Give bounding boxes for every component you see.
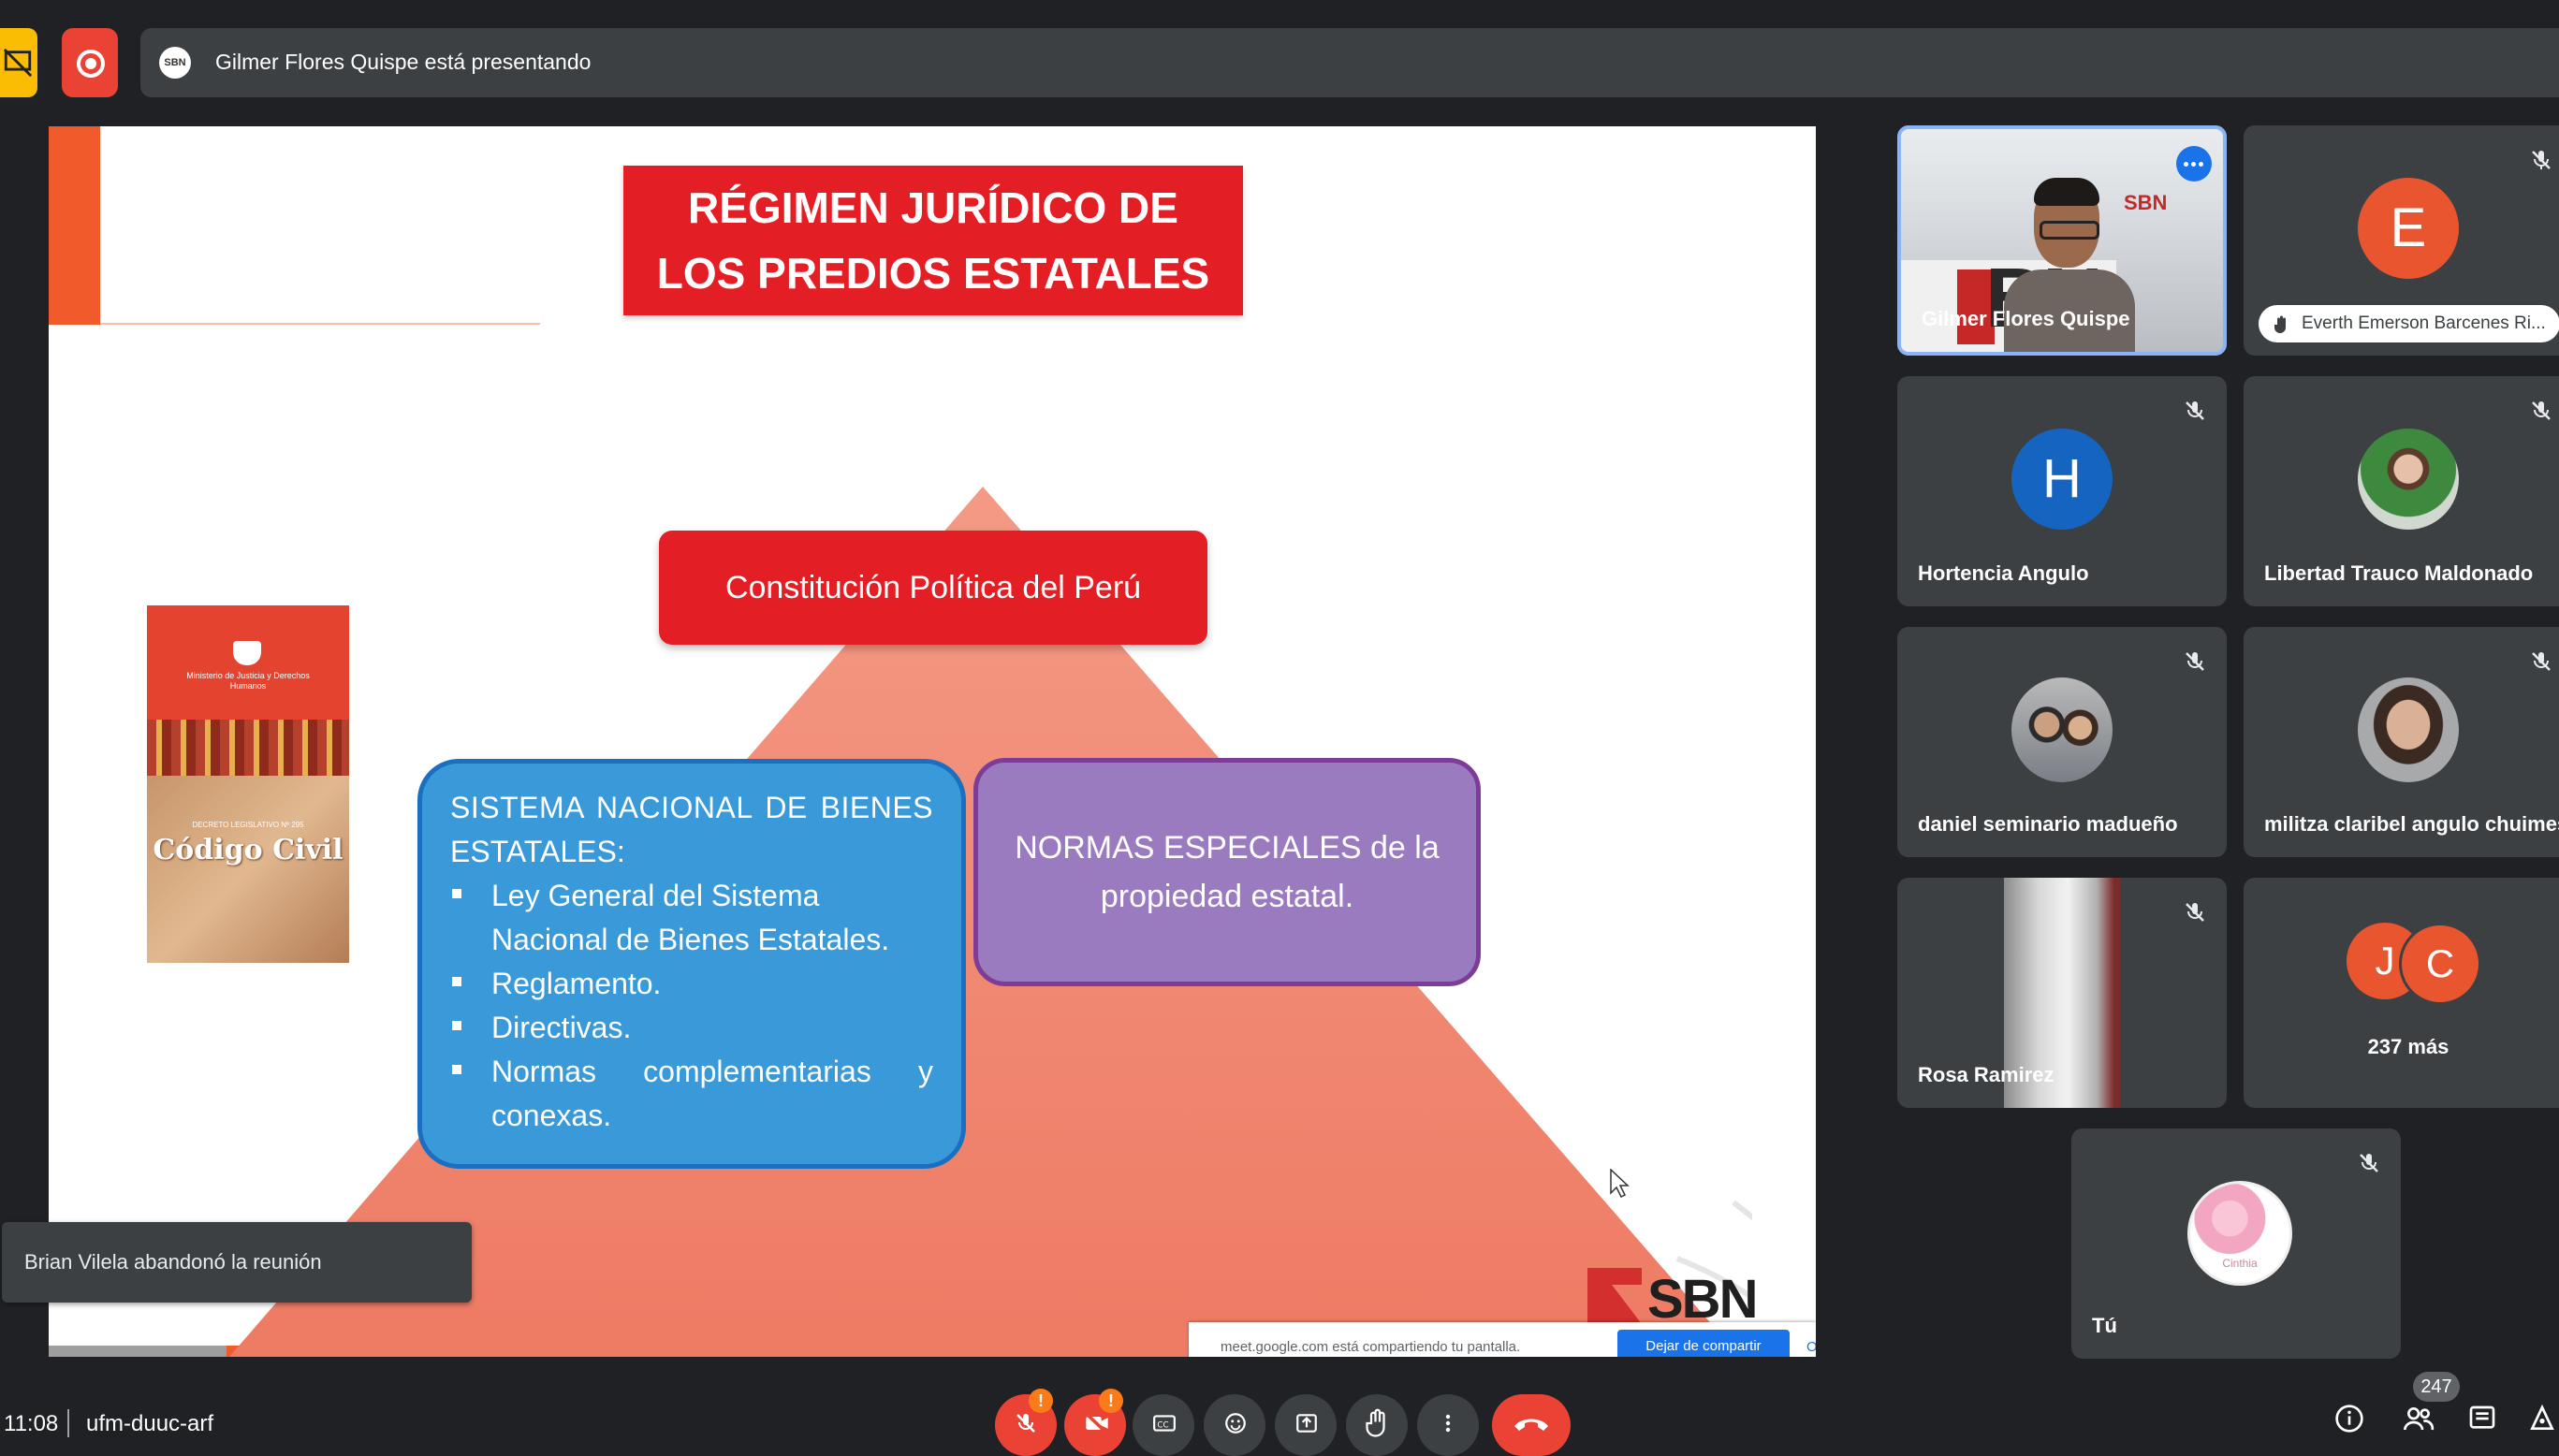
presenting-text: Gilmer Flores Quispe está presentando xyxy=(215,50,592,74)
national-system-box: SISTEMA NACIONAL DE BIENES ESTATALES: Le… xyxy=(417,759,966,1169)
divider xyxy=(67,1409,69,1437)
captions-button[interactable]: CC xyxy=(1133,1394,1194,1456)
list-item: Normas complementarias y conexas. xyxy=(450,1050,933,1138)
avatar xyxy=(2011,677,2113,782)
camera-warning-badge: ! xyxy=(1099,1389,1123,1413)
emoji-button[interactable] xyxy=(1204,1394,1265,1456)
screen-share-notice: meet.google.com está compartiendo tu pan… xyxy=(1189,1322,1816,1357)
raise-hand-icon xyxy=(1366,1408,1385,1437)
presentation-off-button[interactable] xyxy=(0,28,37,97)
self-tile[interactable]: Cinthia Tú xyxy=(2071,1128,2401,1359)
video-feed xyxy=(2004,878,2120,1108)
sbn-logo: SBN xyxy=(1587,1264,1775,1330)
end-call-button[interactable] xyxy=(1492,1394,1571,1456)
participant-name: Libertad Trauco Maldonado xyxy=(2264,561,2534,585)
participant-name: Gilmer Flores Quispe xyxy=(1922,307,2130,330)
people-icon[interactable] xyxy=(2402,1404,2435,1434)
participant-count-badge: 247 xyxy=(2413,1372,2460,1402)
participant-tile-militza[interactable]: militza claribel angulo chuimes xyxy=(2244,627,2559,857)
raise-hand-icon xyxy=(2274,315,2286,333)
mic-off-icon xyxy=(2360,1154,2378,1172)
avatar: H xyxy=(2011,429,2113,530)
participant-name: militza claribel angulo chuimes xyxy=(2264,812,2559,836)
mic-off-icon xyxy=(2186,401,2204,420)
avatar xyxy=(2358,429,2459,530)
mic-off-icon xyxy=(2532,652,2551,671)
more-participants-label: 237 más xyxy=(2367,1035,2449,1058)
hide-button[interactable]: Ocultar xyxy=(1806,1339,1816,1355)
toast-message: Brian Vilela abandonó la reunión xyxy=(24,1250,322,1274)
avatar: C xyxy=(2399,923,2481,1005)
camera-off-icon xyxy=(1085,1412,1108,1434)
system-list: Ley General del Sistema Nacional de Bien… xyxy=(450,874,933,1138)
participant-tile-libertad[interactable]: Libertad Trauco Maldonado xyxy=(2244,376,2559,606)
presenter-avatar: SBN xyxy=(159,47,191,79)
participant-name: Everth Emerson Barcenes Ri... xyxy=(2302,313,2546,333)
list-item: Reglamento. xyxy=(450,962,933,1006)
slide-progress-gray xyxy=(49,1346,227,1357)
presenting-banner: SBN Gilmer Flores Quispe está presentand… xyxy=(140,28,2559,97)
slide-accent-strip xyxy=(49,126,100,325)
constitution-box: Constitución Política del Perú xyxy=(659,531,1207,645)
mic-off-icon xyxy=(2186,903,2204,922)
stop-sharing-button[interactable]: Dejar de compartir xyxy=(1617,1330,1790,1357)
mic-off-icon xyxy=(1016,1414,1035,1433)
raised-hand-badge: Everth Emerson Barcenes Ri... xyxy=(2259,305,2559,342)
activities-icon[interactable] xyxy=(2527,1404,2557,1434)
present-icon xyxy=(1296,1414,1317,1433)
end-call-icon xyxy=(1514,1419,1548,1431)
participant-tile-rosa[interactable]: Rosa Ramirez xyxy=(1897,878,2227,1108)
svg-text:CC: CC xyxy=(1157,1420,1168,1430)
special-norms-box: NORMAS ESPECIALES de la propiedad estata… xyxy=(973,758,1481,986)
avatar: Cinthia xyxy=(2187,1181,2292,1286)
mic-warning-badge: ! xyxy=(1029,1389,1053,1413)
meeting-code: ufm-duuc-arf xyxy=(86,1411,214,1436)
book-title: Código Civil xyxy=(153,834,344,866)
more-participants-tile[interactable]: J C 237 más xyxy=(2244,878,2559,1108)
list-item: Ley General del Sistema Nacional de Bien… xyxy=(450,874,933,962)
system-title-2: ESTATALES: xyxy=(450,835,625,868)
mic-off-icon xyxy=(2532,401,2551,420)
ministry-emblem-icon xyxy=(233,641,261,665)
book-subtitle: DECRETO LEGISLATIVO Nº 295 xyxy=(192,821,304,829)
pyramid-shape xyxy=(228,487,1752,1357)
captions-icon: CC xyxy=(1153,1415,1176,1432)
slide-divider xyxy=(100,323,540,325)
tile-options-button[interactable] xyxy=(2176,146,2212,182)
presentation-off-icon xyxy=(3,48,33,78)
record-icon xyxy=(77,50,105,78)
notification-toast: Brian Vilela abandonó la reunión xyxy=(2,1222,472,1303)
participant-name: Rosa Ramirez xyxy=(1918,1063,2055,1086)
sbn-mark-icon xyxy=(1587,1268,1642,1324)
raise-hand-button[interactable] xyxy=(1346,1394,1408,1456)
emoji-icon xyxy=(1225,1413,1246,1434)
chat-icon[interactable] xyxy=(2467,1404,2497,1434)
info-icon[interactable] xyxy=(2334,1404,2364,1434)
avatar xyxy=(2358,677,2459,782)
participant-tile-daniel[interactable]: daniel seminario madueño xyxy=(1897,627,2227,857)
slide-title: RÉGIMEN JURÍDICO DE LOS PREDIOS ESTATALE… xyxy=(623,166,1243,315)
system-title: SISTEMA NACIONAL DE BIENES xyxy=(450,791,933,824)
participant-name: Tú xyxy=(2092,1314,2117,1337)
recording-indicator[interactable] xyxy=(62,28,118,97)
clock: 11:08 xyxy=(4,1411,59,1436)
avatar: E xyxy=(2358,178,2459,279)
participant-name: Hortencia Angulo xyxy=(1918,561,2089,585)
list-item: Directivas. xyxy=(450,1006,933,1050)
more-options-button[interactable] xyxy=(1417,1394,1479,1456)
book-ministry: Ministerio de Justicia y Derechos Humano… xyxy=(186,671,310,691)
mic-off-icon xyxy=(2532,151,2551,169)
present-button[interactable] xyxy=(1275,1394,1337,1456)
mic-off-icon xyxy=(2186,652,2204,671)
participant-tile-hortencia[interactable]: H Hortencia Angulo xyxy=(1897,376,2227,606)
participant-name: daniel seminario madueño xyxy=(1918,812,2178,836)
more-options-icon xyxy=(1445,1414,1451,1433)
participant-tile-gilmer[interactable]: BN SBN Gilmer Flores Quispe xyxy=(1897,125,2227,356)
civil-code-book-image: Ministerio de Justicia y Derechos Humano… xyxy=(147,605,349,963)
share-notice-text: meet.google.com está compartiendo tu pan… xyxy=(1221,1339,1521,1355)
participant-tile-everth[interactable]: E Everth Emerson Barcenes Ri... xyxy=(2244,125,2559,356)
shared-slide: RÉGIMEN JURÍDICO DE LOS PREDIOS ESTATALE… xyxy=(49,126,1816,1357)
mouse-cursor-icon xyxy=(1610,1169,1630,1199)
